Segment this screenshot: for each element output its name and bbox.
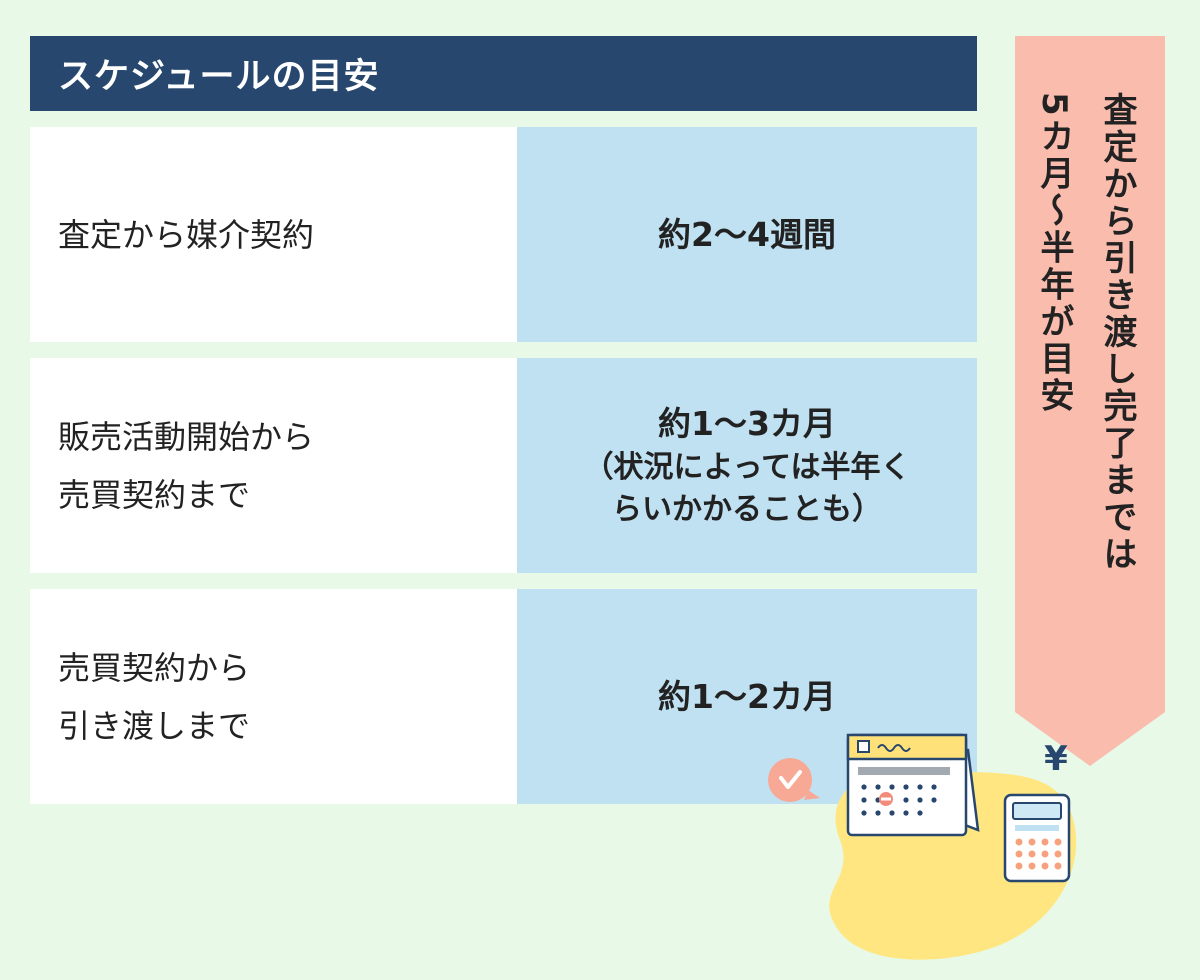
schedule-row: 査定から媒介契約 約2〜4週間 (30, 127, 977, 342)
row-label: 販売活動開始から 売買契約まで (58, 417, 315, 514)
check-bubble-icon (768, 758, 820, 802)
row-value: 約1〜2カ月 (658, 676, 836, 716)
calendar-icon (846, 733, 980, 837)
row-note: （状況によっては半年く らいかかることも） (583, 449, 911, 527)
banner-text-line1: 査定から引き渡し完了までは (1097, 92, 1137, 573)
row-label-cell: 査定から媒介契約 (30, 127, 517, 342)
schedule-row: 販売活動開始から 売買契約まで 約1〜3カ月 （状況によっては半年く らいかかる… (30, 358, 977, 573)
row-label-cell: 売買契約から 引き渡しまで (30, 589, 517, 804)
page-title: スケジュールの目安 (58, 57, 380, 97)
row-value: 約1〜3カ月 (658, 403, 836, 443)
yen-icon: ¥ (1044, 739, 1068, 779)
row-label-cell: 販売活動開始から 売買契約まで (30, 358, 517, 573)
row-value-cell: 約2〜4週間 (517, 127, 977, 342)
row-value-cell: 約1〜3カ月 （状況によっては半年く らいかかることも） (517, 358, 977, 573)
calculator-icon (1003, 793, 1071, 883)
schedule-row: 売買契約から 引き渡しまで 約1〜2カ月 (30, 589, 977, 804)
row-value: 約2〜4週間 (658, 214, 836, 254)
illustration: ¥ (768, 733, 1077, 960)
banner-text-line2: 5カ月〜半年が目安 (1034, 92, 1074, 415)
title-bar: スケジュールの目安 (30, 36, 977, 111)
row-label: 査定から媒介契約 (58, 215, 315, 254)
row-label: 売買契約から 引き渡しまで (58, 648, 251, 745)
svg-text:¥: ¥ (1044, 739, 1068, 779)
timeline-arrow-banner (1015, 36, 1165, 766)
